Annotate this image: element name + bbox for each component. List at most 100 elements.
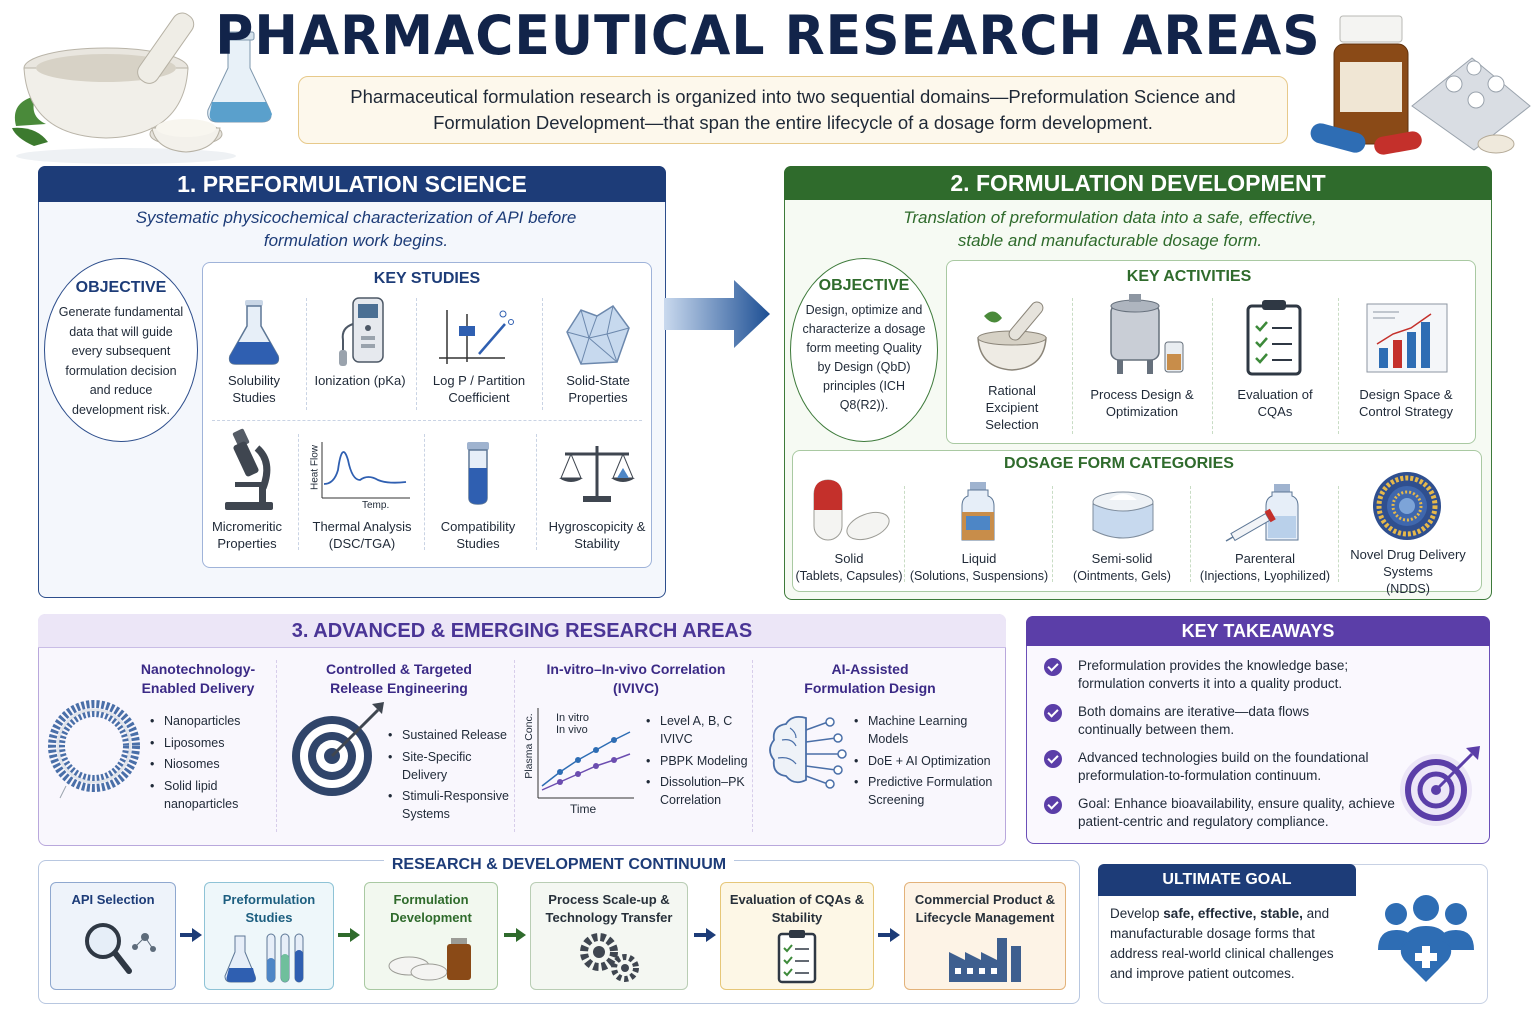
- preformulation-objective: OBJECTIVE Generate fundamental data that…: [44, 258, 198, 442]
- continuum-step-api: API Selection: [50, 882, 176, 990]
- preformulation-subtitle: Systematic physicochemical characterizat…: [135, 208, 577, 250]
- arrow-right-icon: [878, 928, 900, 947]
- list-item: Site-Specific Delivery: [388, 748, 514, 784]
- list-item: Liposomes: [150, 734, 270, 752]
- advanced-col-nano-list: Nanoparticles Liposomes Niosomes Solid l…: [150, 712, 270, 816]
- ivivc-legend-invivo: In vivo: [556, 724, 588, 736]
- list-item: PBPK Modeling: [646, 752, 758, 770]
- activity-design-space: Design Space & Control Strategy: [1359, 387, 1453, 419]
- syringe-icon: [1220, 478, 1310, 544]
- dosage-parenteral-detail: (Injections, Lyophilized): [1199, 569, 1331, 583]
- magnifier-icon: [51, 915, 175, 984]
- takeaway-text: Preformulation provides the knowledge ba…: [1078, 658, 1349, 691]
- test-tubes-icon: [205, 928, 333, 989]
- dosage-liquid-detail: (Solutions, Suspensions): [909, 569, 1049, 583]
- arrow-right-icon: [180, 928, 202, 947]
- study-logp: Log P / Partition Coefficient: [432, 373, 526, 405]
- advanced-header: 3. ADVANCED & EMERGING RESEARCH AREAS: [38, 614, 1006, 648]
- study-hygroscopicity: Hygroscopicity & Stability: [548, 519, 646, 551]
- study-micromeritic: Micromeritic Properties: [211, 519, 283, 551]
- study-solubility: Solubility Studies: [227, 373, 281, 405]
- continuum-step-preformulation: Preformulation Studies: [204, 882, 334, 990]
- goal-text-pre: Develop: [1110, 906, 1164, 921]
- mortar-icon: [960, 294, 1064, 378]
- key-activities-title: KEY ACTIVITIES: [1126, 268, 1252, 285]
- takeaway-item: Goal: Enhance bioavailability, ensure qu…: [1044, 795, 1404, 831]
- list-item: Predictive Formulation Screening: [854, 773, 1002, 809]
- flow-arrow-icon: [664, 278, 772, 350]
- continuum-step-formulation: Formulation Development: [364, 882, 498, 990]
- list-item: Niosomes: [150, 755, 270, 773]
- ivivc-legend-invitro: In vitro: [556, 712, 590, 724]
- takeaway-text: Both domains are iterative—data flows co…: [1078, 704, 1310, 737]
- goal-target-icon: [1396, 746, 1482, 828]
- medicine-bottle-illustration: [1304, 10, 1536, 160]
- advanced-col-ivivc-title: In-vitro–In-vivo Correlation (IVIVC): [546, 661, 726, 696]
- step-label: Preformulation Studies: [222, 892, 316, 925]
- thermal-xlabel: Temp.: [362, 500, 390, 511]
- ivivc-xlabel: Time: [570, 802, 597, 816]
- liposome-icon: [46, 690, 142, 800]
- advanced-col-nano-title: Nanotechnology-Enabled Delivery: [140, 661, 256, 696]
- dosage-solid-detail: (Tablets, Capsules): [795, 569, 903, 583]
- activity-excipient: Rational Excipient Selection: [985, 383, 1039, 432]
- dosage-ndds-detail: (NDDS): [1386, 582, 1430, 596]
- test-tube-icon: [440, 436, 516, 506]
- ivivc-ylabel: Plasma Conc.: [523, 713, 535, 779]
- dosage-semisolid-name: Semi-solid: [1091, 551, 1153, 566]
- vial-icon: [940, 480, 1016, 544]
- patients-health-icon: [1372, 892, 1480, 984]
- list-item: Dissolution–PK Correlation: [646, 773, 758, 809]
- ai-brain-icon: [766, 710, 856, 790]
- step-label: API Selection: [71, 892, 155, 907]
- tablets-icon: [365, 930, 497, 987]
- key-studies-title: KEY STUDIES: [373, 270, 481, 287]
- microscope-icon: [206, 428, 290, 512]
- takeaway-text: Goal: Enhance bioavailability, ensure qu…: [1078, 796, 1395, 829]
- target-icon: [288, 700, 388, 800]
- dosage-semisolid-detail: (Ointments, Gels): [1073, 569, 1171, 583]
- objective-text: Design, optimize and characterize a dosa…: [802, 303, 926, 412]
- arrow-right-icon: [694, 928, 716, 947]
- step-label: Commercial Product & Lifecycle Managemen…: [914, 892, 1056, 925]
- study-thermal: Thermal Analysis (DSC/TGA): [312, 519, 412, 551]
- dosage-liquid-name: Liquid: [961, 551, 997, 566]
- list-item: Nanoparticles: [150, 712, 270, 730]
- list-item: Stimuli-Responsive Systems: [388, 787, 514, 823]
- formulation-subtitle: Translation of preformulation data into …: [903, 208, 1317, 250]
- step-label: Formulation Development: [390, 892, 472, 925]
- clipboard-icon: [721, 928, 873, 989]
- study-ionization: Ionization (pKa): [314, 373, 406, 388]
- list-item: Sustained Release: [388, 726, 514, 744]
- ointment-jar-icon: [1080, 482, 1166, 544]
- advanced-col-ivivc-list: Level A, B, C IVIVC PBPK Modeling Dissol…: [646, 712, 758, 813]
- formulation-header: 2. FORMULATION DEVELOPMENT: [784, 166, 1492, 200]
- nanoparticle-icon: [1368, 470, 1446, 542]
- balance-icon: [556, 436, 638, 506]
- check-icon: [1044, 704, 1062, 722]
- check-icon: [1044, 796, 1062, 814]
- activity-cqas: Evaluation of CQAs: [1237, 387, 1313, 419]
- advanced-col-release-title: Controlled & Targeted Release Engineerin…: [326, 661, 472, 696]
- continuum-header-text: RESEARCH & DEVELOPMENT CONTINUUM: [383, 856, 735, 873]
- continuum-step-cqas: Evaluation of CQAs & Stability: [720, 882, 874, 990]
- step-label: Process Scale-up & Technology Transfer: [545, 892, 673, 925]
- checklist-icon: [1232, 296, 1316, 376]
- takeaway-item: Both domains are iterative—data flows co…: [1044, 703, 1364, 739]
- takeaways-header: KEY TAKEAWAYS: [1026, 616, 1490, 646]
- list-item: DoE + AI Optimization: [854, 752, 1002, 770]
- study-compatibility: Compatibility Studies: [440, 519, 516, 551]
- capsule-icon: [806, 478, 892, 544]
- preformulation-header: 1. PREFORMULATION SCIENCE: [38, 166, 666, 202]
- formulation-objective: OBJECTIVE Design, optimize and character…: [790, 258, 938, 442]
- dosage-parenteral-name: Parenteral: [1235, 551, 1295, 566]
- arrow-right-icon: [338, 928, 360, 947]
- activity-process: Process Design & Optimization: [1090, 387, 1194, 419]
- takeaway-text: Advanced technologies build on the found…: [1078, 750, 1369, 783]
- continuum-step-scaleup: Process Scale-up & Technology Transfer: [530, 882, 688, 990]
- gears-icon: [531, 928, 687, 989]
- thermal-ylabel: Heat Flow: [309, 445, 321, 491]
- objective-title: OBJECTIVE: [75, 279, 167, 296]
- reactor-icon: [1088, 290, 1198, 380]
- dosage-ndds-name: Novel Drug Delivery Systems: [1350, 547, 1466, 579]
